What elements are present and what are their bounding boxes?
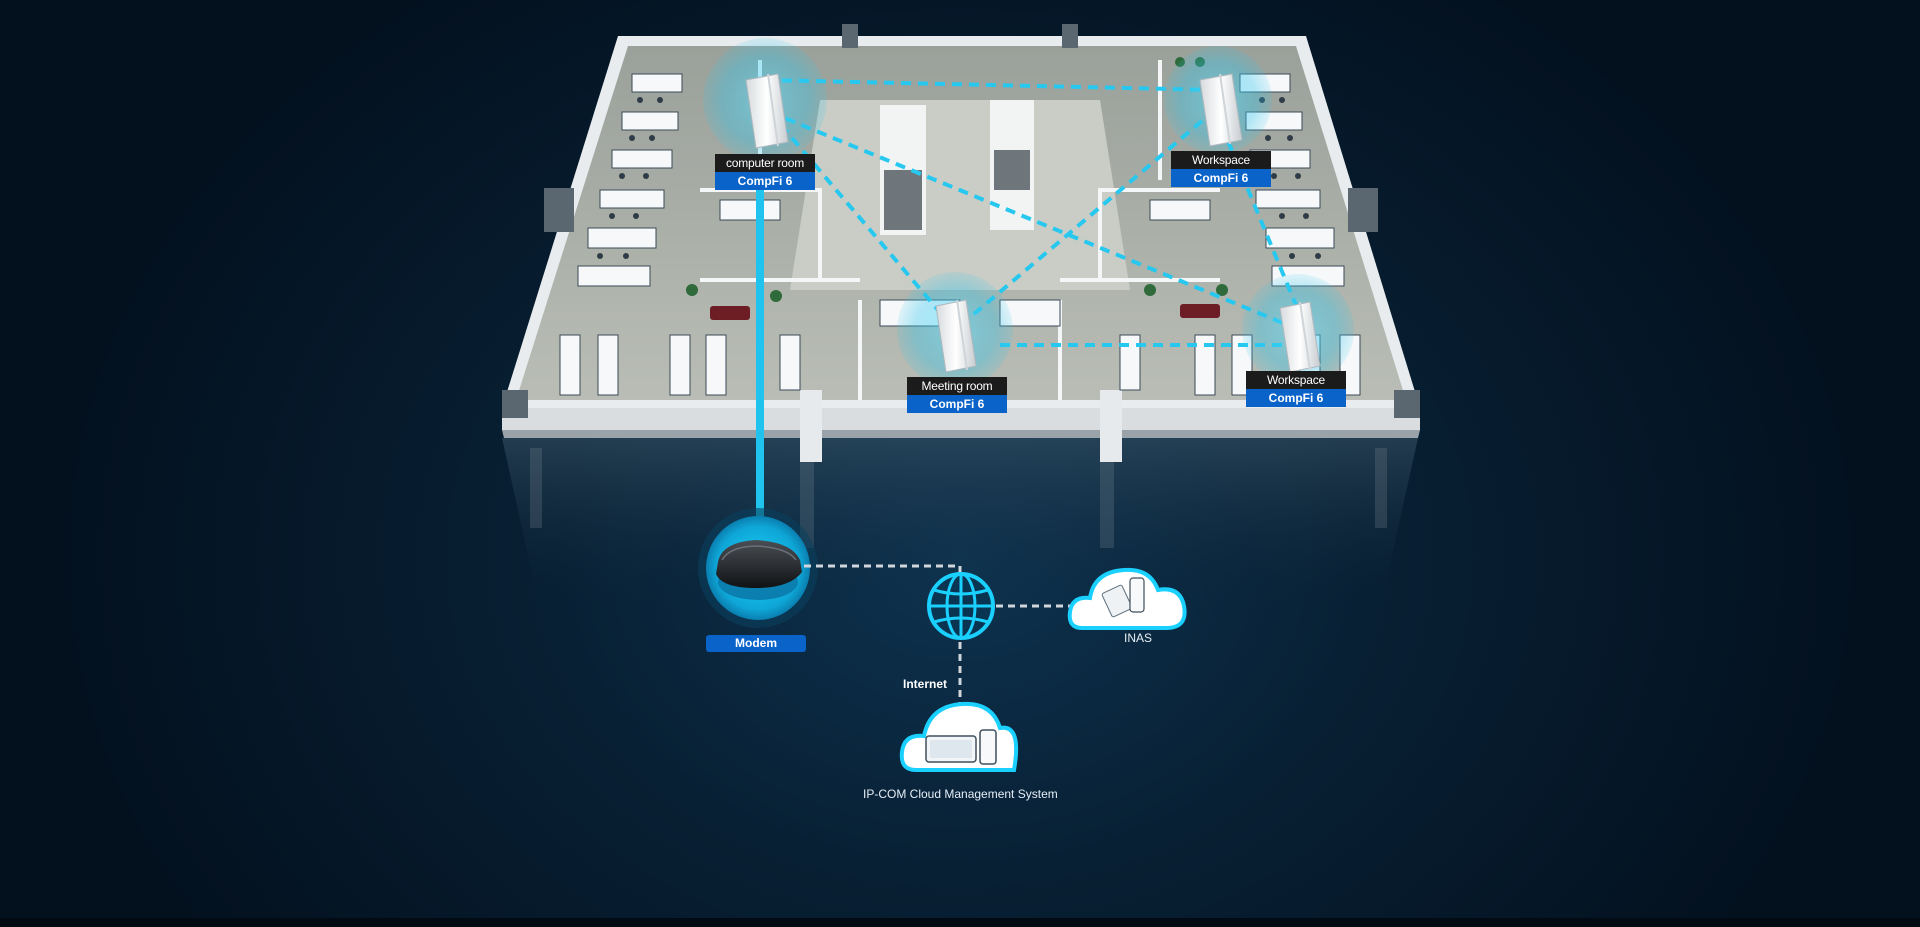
front-wall: [502, 408, 1420, 430]
pillar: [1348, 188, 1378, 232]
modem-body: [716, 540, 802, 588]
inas-cloud-icon: [1067, 567, 1187, 630]
phone-icon: [979, 729, 997, 765]
ap-room-label: Meeting room: [907, 377, 1007, 395]
ap-room-label: Workspace: [1171, 151, 1271, 169]
ap-device: [1199, 73, 1243, 147]
pillar: [842, 24, 858, 48]
wired-links: [804, 564, 1076, 712]
meeting-tables: [710, 304, 1220, 320]
tablet-icon: [1101, 584, 1133, 618]
cloud-management-label: IP-COM Cloud Management System: [863, 787, 1058, 801]
reflection-pillars: [530, 448, 1387, 548]
ap-workspace-bottom: [1242, 274, 1354, 386]
ap-tag-workspace-top: Workspace CompFi 6: [1171, 151, 1271, 187]
ap-tag-meeting-room: Meeting room CompFi 6: [907, 377, 1007, 413]
ap-model-label: CompFi 6: [1171, 169, 1271, 187]
ap-computer-room: [703, 38, 827, 162]
ap-model-label: CompFi 6: [1246, 389, 1346, 407]
pillar: [502, 390, 528, 418]
inas-label: INAS: [1124, 631, 1153, 645]
pillar: [1100, 390, 1122, 462]
pillar: [544, 188, 574, 232]
bottom-band: [0, 918, 1920, 927]
ap-device: [935, 299, 977, 373]
ap-model-label: CompFi 6: [907, 395, 1007, 413]
ap-room-label: Workspace: [1246, 371, 1346, 389]
ap-tag-workspace-bottom: Workspace CompFi 6: [1246, 371, 1346, 407]
globe-icon: [927, 572, 995, 640]
ap-room-label: computer room: [715, 154, 815, 172]
phone-icon: [1129, 577, 1145, 613]
central-block: [790, 100, 1130, 290]
modem-device: [698, 508, 818, 628]
pillar: [1062, 24, 1078, 48]
cloud-management-icon: [899, 701, 1019, 772]
pillar: [1394, 390, 1420, 418]
internet-label: Internet: [903, 677, 948, 691]
ap-workspace-top: [1164, 46, 1272, 154]
modem-label: Modem: [706, 635, 806, 652]
ap-meeting-room: [897, 272, 1013, 388]
ap-tag-computer-room: computer room CompFi 6: [715, 154, 815, 190]
desk-chairs: [597, 97, 1321, 259]
ap-model-label: CompFi 6: [715, 172, 815, 190]
pillar: [800, 390, 822, 462]
